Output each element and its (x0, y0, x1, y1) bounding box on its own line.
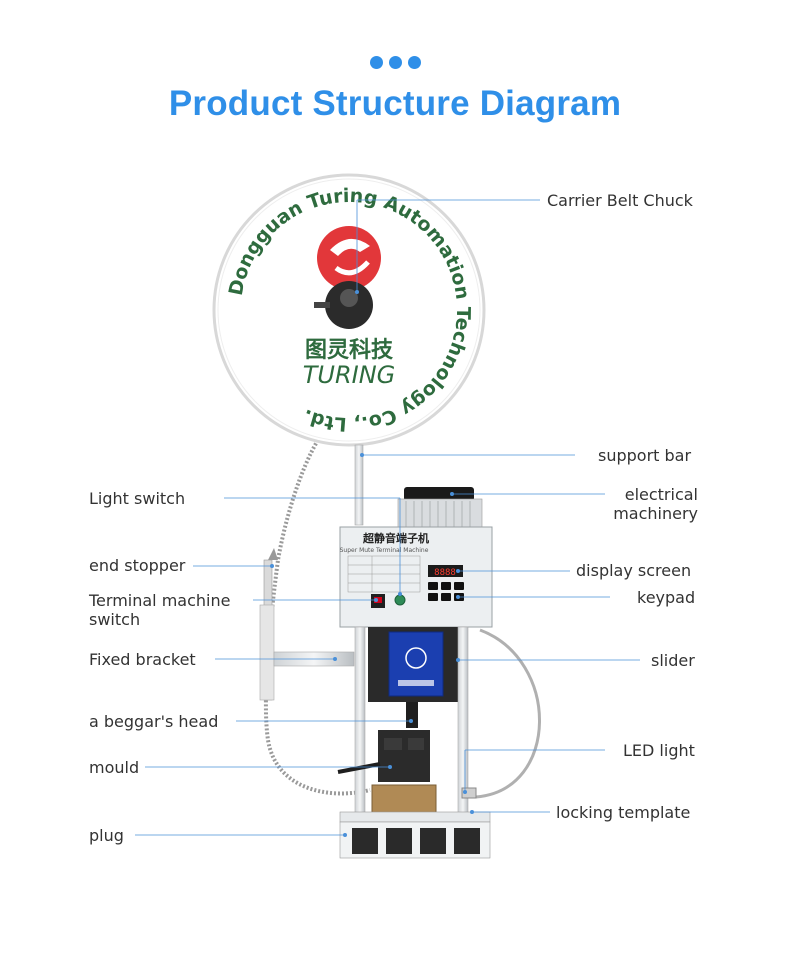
label-end-stopper: end stopper (89, 556, 186, 575)
label-keypad: keypad (637, 588, 696, 607)
left-column (354, 626, 366, 818)
page-title: Product Structure Diagram (168, 84, 622, 123)
label-mould: mould (89, 758, 140, 777)
light-switch[interactable] (394, 594, 406, 606)
label-terminal-line2: switch (89, 610, 141, 629)
leader-dots (270, 290, 474, 837)
support-bar (354, 444, 364, 526)
display-readout: 8888 (434, 568, 456, 578)
logo-chinese-name: 图灵科技 (305, 338, 394, 363)
display-screen (428, 565, 463, 577)
label-electrical-line1: electrical (624, 485, 698, 504)
label-terminal-machine-switch: Terminal machine switch (89, 591, 230, 629)
mould (337, 730, 437, 814)
beggar-head (406, 702, 418, 728)
logo-brand: TURING (303, 361, 396, 389)
label-terminal-line1: Terminal machine (89, 591, 231, 610)
leader-lines (135, 199, 640, 836)
panel-title: 超静音端子机 (362, 531, 429, 545)
led-light (461, 787, 477, 799)
led-cable (475, 628, 541, 799)
locking-template (339, 811, 491, 823)
dot-icon (370, 56, 383, 69)
label-support-bar: support bar (598, 446, 692, 465)
label-display-screen: display screen (576, 561, 692, 580)
label-beggar-head: a beggar's head (89, 712, 219, 731)
keypad[interactable] (428, 582, 464, 601)
label-electrical-line2: machinery (613, 504, 698, 523)
label-electrical-machinery: electrical machinery (560, 485, 698, 523)
control-box: 超静音端子机 Super Mute Terminal Machine 8888 (339, 526, 493, 628)
label-light-switch: Light switch (89, 489, 186, 508)
logo-mark (317, 226, 381, 290)
label-fixed-bracket: Fixed bracket (89, 650, 196, 669)
label-carrier-belt-chuck: Carrier Belt Chuck (547, 191, 693, 210)
label-locking-template: locking template (556, 803, 691, 822)
reel-wheel: Dongguan Turing Automation Technology Co… (212, 173, 486, 447)
slider (368, 627, 464, 702)
dot-icon (408, 56, 421, 69)
plug-base (339, 821, 491, 859)
label-slider: slider (651, 651, 695, 670)
label-led-light: LED light (623, 741, 695, 760)
electrical-machinery (397, 487, 483, 530)
guide-plate (259, 604, 275, 701)
panel-subtitle: Super Mute Terminal Machine (340, 547, 429, 554)
dot-icon (389, 56, 402, 69)
carrier-belt (263, 438, 371, 796)
decorative-dots (370, 56, 422, 70)
label-plug: plug (89, 826, 124, 845)
